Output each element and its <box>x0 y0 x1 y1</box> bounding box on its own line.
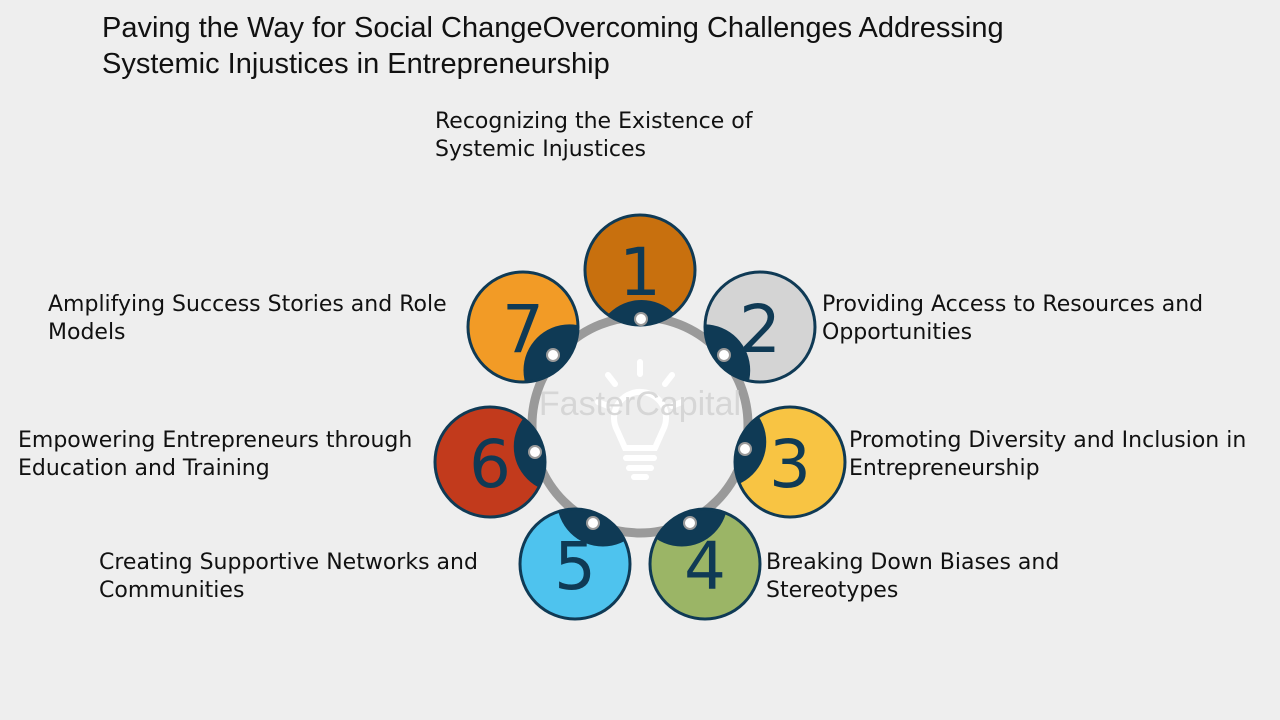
step-3-connector-dot <box>738 442 752 456</box>
step-4-number: 4 <box>684 528 726 605</box>
step-5-number: 5 <box>554 528 596 605</box>
step-2-node: 2 <box>703 270 817 384</box>
step-4-label: Breaking Down Biases and Stereotypes <box>766 550 1060 603</box>
step-2-connector-dot <box>717 348 731 362</box>
step-7-number: 7 <box>502 291 544 368</box>
step-6-connector-dot <box>528 445 542 459</box>
step-7-connector-dot <box>546 348 560 362</box>
step-1-circle <box>586 216 694 324</box>
diagram-title: Paving the Way for Social ChangeOvercomi… <box>102 12 1004 80</box>
step-5-label: Creating Supportive Networks and Communi… <box>99 550 478 603</box>
step-3-label: Promoting Diversity and Inclusion in Ent… <box>849 428 1247 481</box>
step-1-number: 1 <box>619 234 661 311</box>
step-1-connector-dot <box>634 312 648 326</box>
step-5-connector-dot <box>586 516 600 530</box>
step-6-label: Empowering Entrepreneurs through Educati… <box>18 428 413 481</box>
step-2-number: 2 <box>739 291 781 368</box>
step-1-label: Recognizing the Existence of Systemic In… <box>435 109 753 162</box>
step-2-wave <box>706 324 751 381</box>
lightbulb-icon <box>595 359 685 480</box>
step-6-number: 6 <box>469 426 511 503</box>
step-4-connector-dot <box>683 516 697 530</box>
step-3-number: 3 <box>769 426 811 503</box>
step-7-label: Amplifying Success Stories and Role Mode… <box>48 292 447 345</box>
step-2-label: Providing Access to Resources and Opport… <box>822 292 1204 345</box>
watermark: FasterCapital <box>539 385 741 423</box>
